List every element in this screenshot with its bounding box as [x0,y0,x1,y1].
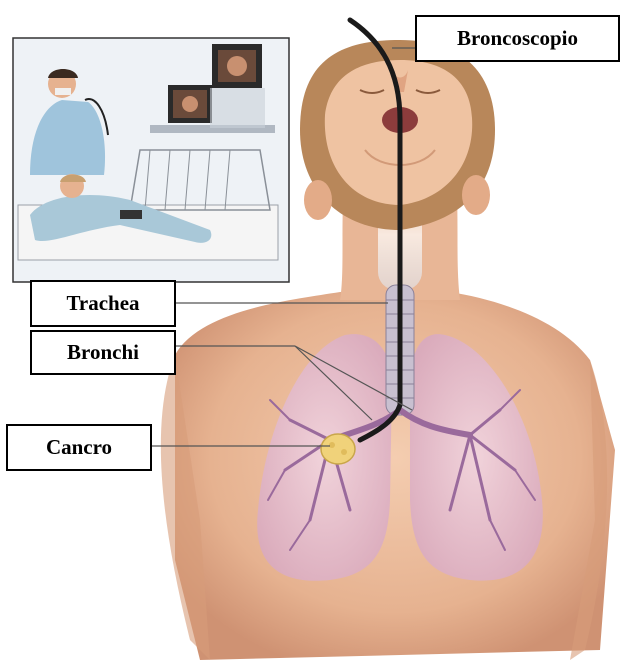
label-bronchi: Bronchi [30,330,176,375]
label-bronchoscope: Broncoscopio [415,15,620,62]
tumor [321,434,355,464]
inset-panel [13,38,289,282]
label-cancer: Cancro [6,424,152,471]
label-trachea: Trachea [30,280,176,327]
